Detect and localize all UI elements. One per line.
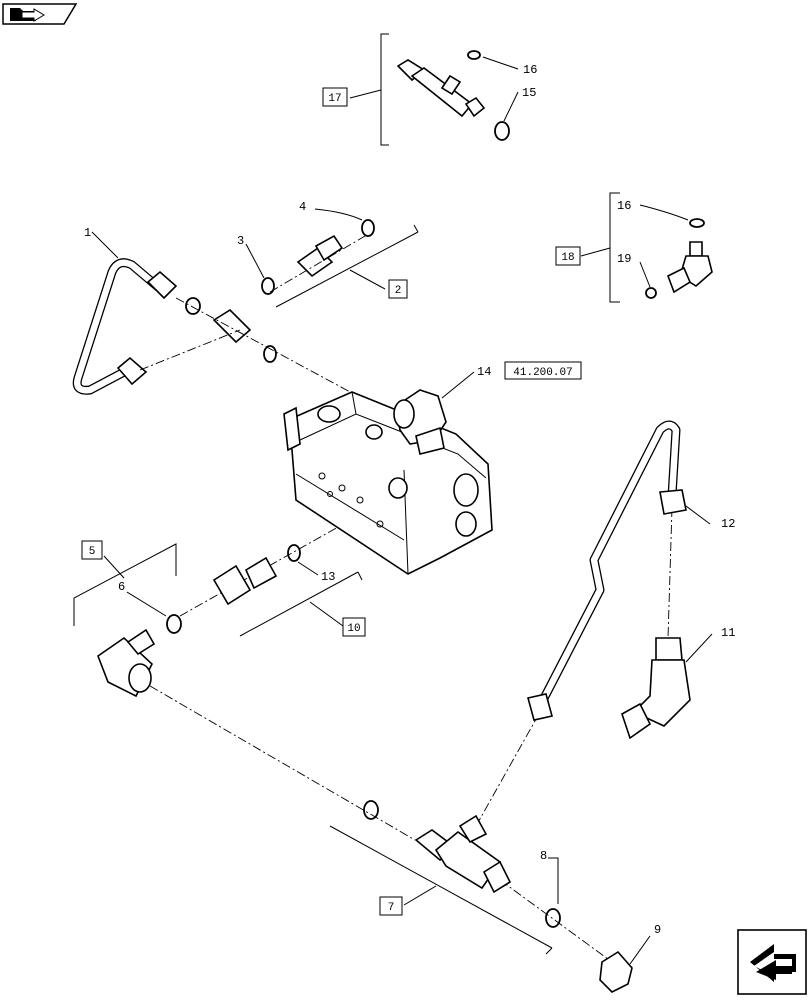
o-ring-6 <box>166 614 182 634</box>
svg-text:5: 5 <box>89 546 96 558</box>
box-label-5[interactable]: 5 <box>81 540 103 560</box>
callout-labels: 1 3 4 6 8 9 11 12 13 14 15 16 16 19 <box>84 63 735 937</box>
assembly-18 <box>580 192 713 303</box>
o-ring-19 <box>645 287 657 299</box>
o-ring-lower <box>363 800 379 820</box>
o-ring-13 <box>287 544 301 562</box>
svg-text:17: 17 <box>328 93 341 105</box>
callout-11: 11 <box>721 626 735 640</box>
box-label-17[interactable]: 17 <box>322 87 348 107</box>
next-page-arrow-icon <box>750 944 796 982</box>
o-ring-b <box>263 345 277 363</box>
o-ring-3 <box>261 277 275 295</box>
o-ring-16-right <box>689 218 705 228</box>
elbow-fitting-18 <box>666 241 713 294</box>
callout-3: 3 <box>237 234 244 248</box>
o-ring-a <box>185 297 201 315</box>
box-label-18[interactable]: 18 <box>555 246 581 266</box>
box-label-7[interactable]: 7 <box>379 896 403 916</box>
elbow-fitting-5 <box>97 628 156 698</box>
svg-text:10: 10 <box>347 623 360 635</box>
callout-6: 6 <box>118 580 125 594</box>
callout-1: 1 <box>84 226 91 240</box>
elbow-fitting-14 <box>393 389 447 455</box>
o-ring-4 <box>361 219 375 237</box>
assembly-17 <box>349 33 519 146</box>
callout-12: 12 <box>721 517 735 531</box>
callout-9: 9 <box>654 923 661 937</box>
svg-text:2: 2 <box>395 285 402 297</box>
elbow-fitting-11 <box>621 637 691 740</box>
adapter-b <box>212 308 252 344</box>
svg-text:7: 7 <box>388 902 395 914</box>
callout-16-top: 16 <box>523 63 537 77</box>
valve-block <box>283 391 493 575</box>
next-nav-button[interactable] <box>737 929 807 995</box>
callout-4: 4 <box>299 200 306 214</box>
o-ring-15 <box>494 121 510 141</box>
box-label-2[interactable]: 2 <box>388 279 408 299</box>
pipe-1 <box>72 258 178 395</box>
o-ring-8 <box>545 908 561 928</box>
callout-16-right: 16 <box>617 199 631 213</box>
adapter-13 <box>212 556 278 606</box>
callout-14: 14 <box>477 365 491 379</box>
folder-arrow-icon <box>10 8 45 22</box>
callout-19: 19 <box>617 252 631 266</box>
callout-8: 8 <box>540 849 547 863</box>
o-ring-16-top <box>467 50 481 60</box>
nut-9 <box>599 950 633 993</box>
callout-15: 15 <box>522 86 536 100</box>
svg-text:18: 18 <box>561 252 574 264</box>
svg-text:41.200.07: 41.200.07 <box>513 367 572 379</box>
callout-13: 13 <box>321 570 335 584</box>
adapter-3 <box>296 234 344 278</box>
pipe-12 <box>527 420 687 721</box>
box-label-10[interactable]: 10 <box>342 617 366 637</box>
tee-fitting-17 <box>396 59 486 118</box>
back-nav-button[interactable] <box>2 3 78 25</box>
tee-fitting-7 <box>414 814 512 894</box>
reference-box-41-200-07[interactable]: 41.200.07 <box>504 361 582 380</box>
